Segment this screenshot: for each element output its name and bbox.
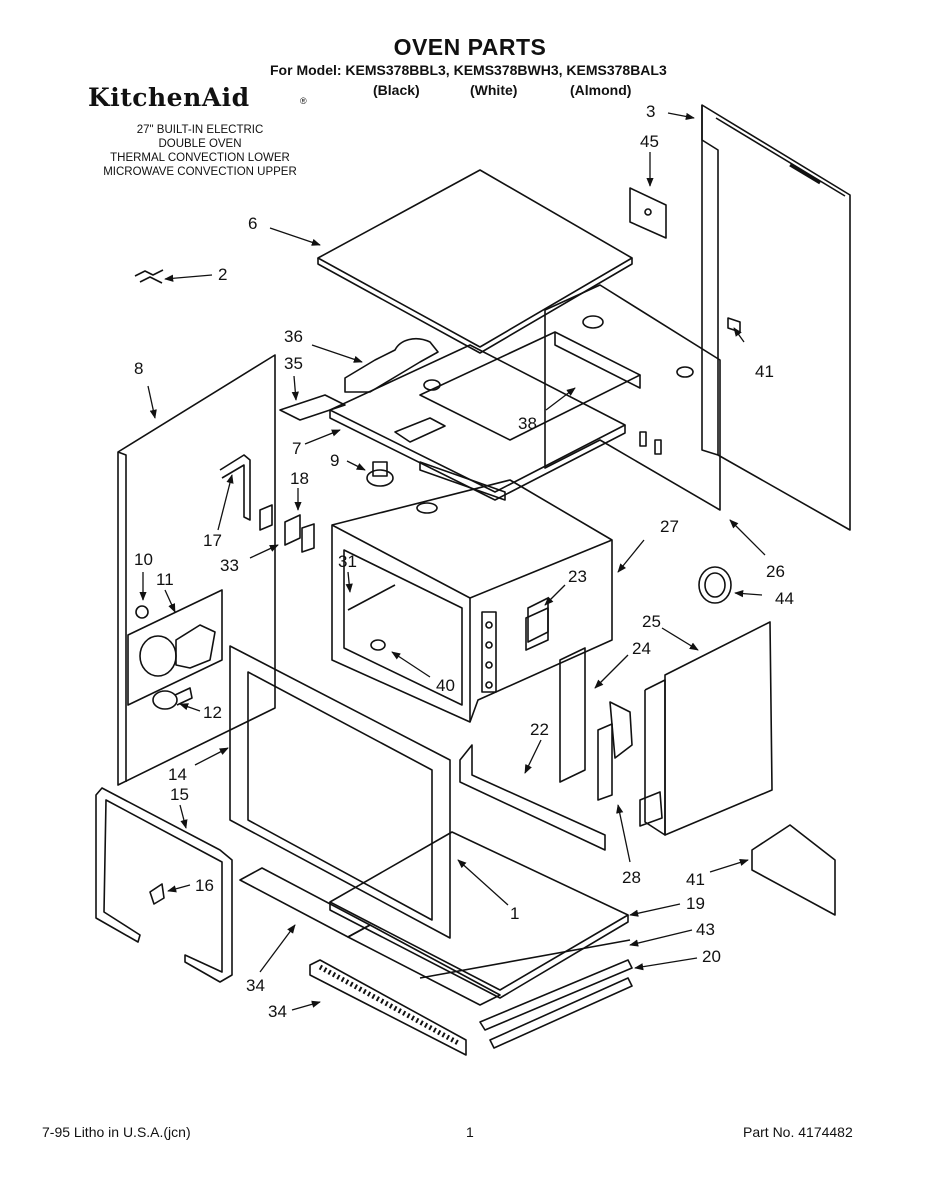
callout-22: 22: [530, 720, 549, 739]
model-numbers: For Model: KEMS378BBL3, KEMS378BWH3, KEM…: [270, 62, 667, 78]
bottom-strip: [419, 939, 631, 979]
top-insulation-plate: [419, 331, 641, 441]
vent-duct: [344, 338, 441, 393]
callout-8: 8: [134, 359, 144, 378]
callout-7: 7: [292, 439, 302, 458]
callout-20: 20: [702, 947, 721, 966]
spring-clip: [134, 269, 164, 284]
description-line: DOUBLE OVEN: [158, 138, 242, 150]
callout-44: 44: [775, 589, 794, 608]
base-strip: [479, 959, 633, 1031]
callout-23: 23: [568, 567, 587, 586]
callout-17: 17: [203, 531, 222, 550]
callout-18: 18: [290, 469, 309, 488]
page-number: 1: [466, 1124, 474, 1140]
lower-trim: [239, 867, 501, 1006]
callout-14: 14: [168, 765, 187, 784]
hinge-brackets: [559, 647, 633, 801]
kick-plate-strip: [489, 977, 633, 1049]
callout-38: 38: [518, 414, 537, 433]
right-cavity-panel: [639, 621, 773, 836]
back-panel: [544, 284, 721, 511]
page-title: OVEN PARTS: [393, 34, 547, 60]
callout-9: 9: [330, 451, 340, 470]
rear-bracket: [751, 824, 836, 916]
callout-6: 6: [248, 214, 258, 233]
damper-plate: [279, 394, 346, 421]
cavity-top-plate: [329, 344, 626, 501]
callout-26: 26: [766, 562, 785, 581]
callout-16: 16: [195, 876, 214, 895]
callout-40: 40: [436, 676, 455, 695]
callout-39: 41: [755, 362, 774, 381]
callout-43: 43: [696, 920, 715, 939]
callout-10: 10: [134, 550, 153, 569]
bottom-panel: [329, 831, 629, 999]
registered-mark: ®: [300, 96, 307, 106]
door-frame: [229, 645, 451, 939]
clip: [727, 317, 741, 333]
callout-2: 2: [218, 265, 228, 284]
product-description: 27" BUILT-IN ELECTRIC DOUBLE OVEN THERMA…: [80, 123, 320, 179]
right-side-panel: [701, 104, 851, 531]
callout-28: 28: [622, 868, 641, 887]
color-black-label: (Black): [373, 82, 420, 98]
callout-34: 34: [268, 1002, 287, 1021]
top-panel: [317, 169, 633, 354]
callout-29: 31: [338, 552, 357, 571]
callout-24: 24: [632, 639, 651, 658]
callout-12: 12: [203, 703, 222, 722]
callout-15: 15: [170, 785, 189, 804]
part-number: Part No. 4174482: [743, 1124, 853, 1140]
oven-cavity: [331, 479, 613, 723]
callout-11: 11: [156, 570, 174, 589]
fan-gasket: [698, 566, 732, 604]
thermostat: [366, 461, 438, 514]
callout-27: 27: [660, 517, 679, 536]
callout-1: 1: [510, 904, 520, 923]
callout-36: 36: [284, 327, 303, 346]
callout-35: 35: [284, 354, 303, 373]
callout-25: 25: [642, 612, 661, 631]
callout-33: 34: [246, 976, 265, 995]
door-switch-bracket: [219, 454, 251, 521]
vent-grille: [309, 959, 467, 1056]
description-line: 27" BUILT-IN ELECTRIC: [136, 124, 264, 136]
color-almond-label: (Almond): [570, 82, 632, 98]
left-side-panel: [117, 354, 276, 786]
callout-19: 19: [686, 894, 705, 913]
description-line: MICROWAVE CONVECTION UPPER: [103, 166, 297, 178]
callout-41: 41: [686, 870, 705, 889]
callout-31: 33: [220, 556, 239, 575]
callout-45: 45: [640, 132, 659, 151]
mounting-bracket: [629, 187, 667, 239]
sensor-bracket: [525, 607, 549, 651]
door-switches: [259, 504, 315, 553]
door-gasket: [95, 787, 233, 983]
description-line: THERMAL CONVECTION LOWER: [110, 152, 290, 164]
color-white-label: (White): [470, 82, 518, 98]
brand-logo: KitchenAid: [88, 83, 250, 112]
footer-print-info: 7-95 Litho in U.S.A.(jcn): [42, 1124, 191, 1140]
cross-support: [459, 744, 606, 851]
callout-3: 3: [646, 102, 656, 121]
oven-light-assembly: [135, 605, 216, 710]
callout-arrows: [139, 112, 766, 1011]
